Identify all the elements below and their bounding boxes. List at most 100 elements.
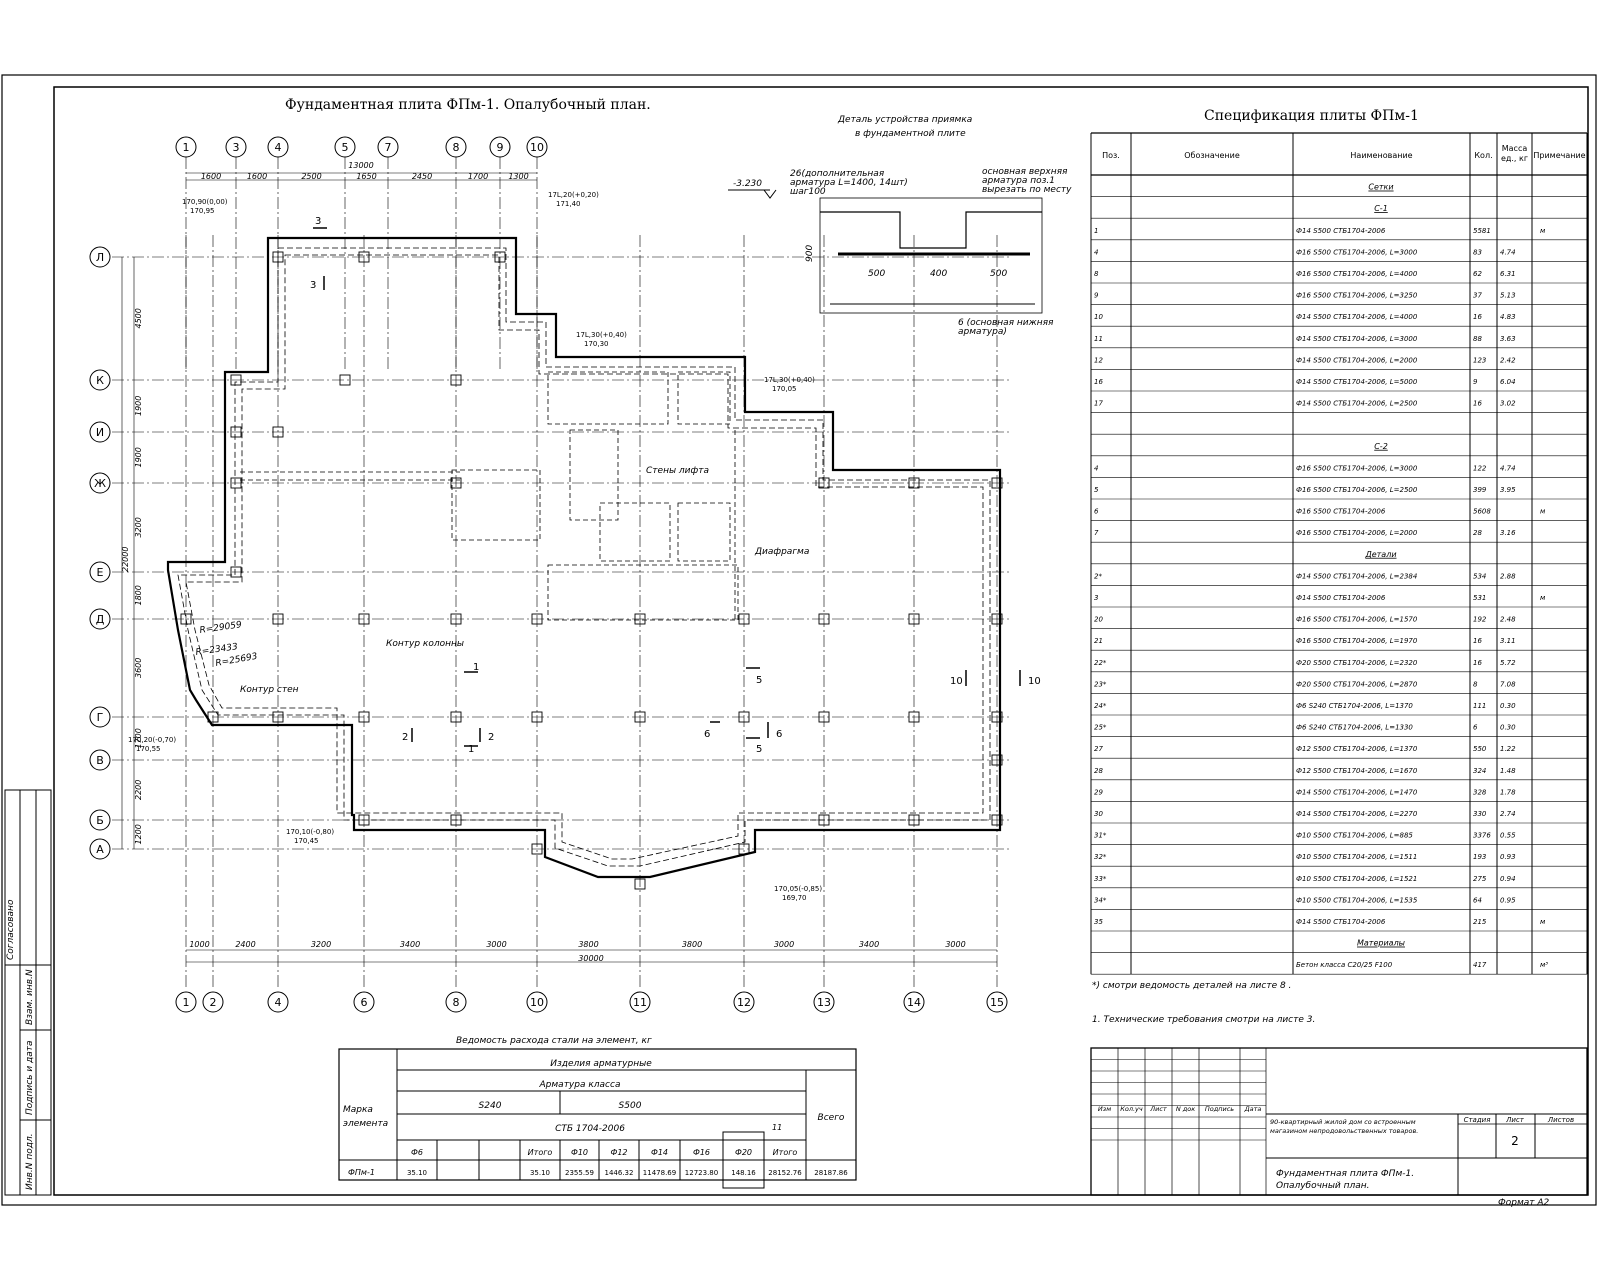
spec-name: Ф14 S500 СТБ1704-2006, L=2384 bbox=[1296, 572, 1417, 580]
spec-pos: 24* bbox=[1094, 702, 1107, 710]
dim-left-value: 1200 bbox=[134, 824, 143, 844]
spec-pos: 22* bbox=[1094, 659, 1107, 667]
internal-walls bbox=[240, 371, 739, 621]
column bbox=[531, 843, 543, 855]
dim-left-value: 4500 bbox=[134, 308, 143, 328]
dim-top-value: 1700 bbox=[468, 172, 488, 181]
spec-name: Ф20 S500 СТБ1704-2006, L=2320 bbox=[1296, 659, 1418, 667]
spec-pos: 16 bbox=[1094, 378, 1103, 386]
column bbox=[230, 566, 242, 578]
spec-header-2: ед., кг bbox=[1501, 154, 1528, 163]
axis-bubble-top bbox=[526, 136, 548, 158]
spec-pos: 28 bbox=[1094, 767, 1103, 775]
column bbox=[358, 613, 370, 625]
detail-title-2: в фундаментной плите bbox=[855, 129, 966, 139]
spec-name: Ф14 S500 СТБ1704-2006, L=2500 bbox=[1296, 400, 1418, 408]
axis-label-bottom: 4 bbox=[275, 996, 282, 1009]
axis-bubble-bottom bbox=[175, 991, 197, 1013]
spec-mass: 1.22 bbox=[1500, 745, 1516, 753]
spec-name: Ф16 S500 СТБ1704-2006, L=3000 bbox=[1296, 464, 1418, 472]
spec-qty: 122 bbox=[1473, 464, 1487, 472]
axis-label-left: Е bbox=[97, 566, 104, 579]
spec-qty: 62 bbox=[1473, 270, 1482, 278]
spec-section: Сетки bbox=[1368, 183, 1393, 192]
elevation-marks: 170,90(0,00)170,9517L,20(+0,20)171,4017L… bbox=[128, 191, 822, 902]
stamp-col: Изм bbox=[1098, 1105, 1111, 1113]
spec-mass: 6.04 bbox=[1500, 378, 1516, 386]
spec-pos: 25* bbox=[1094, 724, 1107, 732]
svg-text:2: 2 bbox=[488, 732, 494, 743]
dim-top-value: 1600 bbox=[201, 172, 221, 181]
spec-name: Ф16 S500 СТБ1704-2006, L=2500 bbox=[1296, 486, 1418, 494]
spec-mass: 0.94 bbox=[1500, 875, 1516, 883]
spec-mass: 3.16 bbox=[1500, 529, 1516, 537]
axis-bubble-left bbox=[89, 608, 111, 630]
spec-qty: 550 bbox=[1473, 745, 1487, 753]
spec-pos: 7 bbox=[1094, 529, 1099, 537]
sign-date-label: Подпись и дата bbox=[25, 1040, 35, 1115]
axis-bubble-top bbox=[445, 136, 467, 158]
svg-text:вырезать по месту: вырезать по месту bbox=[982, 185, 1072, 195]
spec-qty: 330 bbox=[1473, 810, 1487, 818]
elevation-label-sub: 171,40 bbox=[556, 200, 581, 208]
svg-text:основная верхняя: основная верхняя bbox=[982, 167, 1068, 177]
elevation-label-sub: 170,45 bbox=[294, 837, 319, 845]
label-level: -3.230 bbox=[733, 179, 762, 189]
label-lift-walls: Стены лифта bbox=[646, 466, 709, 476]
axis-bubble-left bbox=[89, 809, 111, 831]
side-stamp: Согласовано Взам. инв.N Подпись и дата И… bbox=[4, 789, 52, 1196]
steel-col: Ф12 bbox=[610, 1148, 627, 1157]
spec-name: Ф6 S240 СТБ1704-2006, L=1330 bbox=[1296, 724, 1413, 732]
dim-left-value: 3200 bbox=[134, 517, 143, 537]
steel-col: Ф16 bbox=[693, 1148, 710, 1157]
label-columns: Контур колонны bbox=[386, 639, 464, 649]
spec-mass: 1.48 bbox=[1500, 767, 1516, 775]
spec-note: м³ bbox=[1540, 961, 1548, 969]
dimension-left: 4500190019003200180036001700220012002200… bbox=[121, 257, 143, 849]
label-walls: Контур стен bbox=[240, 685, 299, 695]
axis-bubble-bottom bbox=[202, 991, 224, 1013]
axis-label-bottom: 11 bbox=[633, 996, 647, 1009]
spec-mass: 7.08 bbox=[1500, 680, 1516, 688]
axis-label-bottom: 2 bbox=[210, 996, 217, 1009]
steel-total: 28187.86 bbox=[814, 1169, 848, 1177]
steel-col: Ф20 bbox=[735, 1148, 752, 1157]
dim-left-value: 1800 bbox=[134, 585, 143, 605]
wall-contour-2 bbox=[185, 254, 984, 860]
spec-name: Ф10 S500 СТБ1704-2006, L=1535 bbox=[1296, 896, 1418, 904]
svg-text:500: 500 bbox=[990, 269, 1007, 279]
column bbox=[908, 711, 920, 723]
axis-label-top: 3 bbox=[233, 141, 240, 154]
steel-col: Ф6 bbox=[411, 1148, 423, 1157]
spec-pos: 30 bbox=[1094, 810, 1103, 818]
dim-bottom-value: 2400 bbox=[235, 940, 255, 949]
spec-header: Поз. bbox=[1102, 151, 1120, 160]
spec-qty: 193 bbox=[1473, 853, 1486, 861]
spec-name: Ф10 S500 СТБ1704-2006, L=1521 bbox=[1296, 875, 1417, 883]
spec-pos: 2* bbox=[1094, 572, 1102, 580]
column bbox=[738, 613, 750, 625]
spec-pos: 3 bbox=[1094, 594, 1098, 602]
svg-text:3: 3 bbox=[315, 216, 321, 227]
spec-name: Ф14 S500 СТБ1704-2006 bbox=[1296, 227, 1386, 235]
spec-name: Ф14 S500 СТБ1704-2006, L=2270 bbox=[1296, 810, 1418, 818]
spec-qty: 324 bbox=[1473, 767, 1486, 775]
dim-top-value: 1600 bbox=[247, 172, 267, 181]
grid-lines bbox=[112, 157, 1010, 990]
spec-qty: 9 bbox=[1473, 378, 1478, 386]
spec-mass: 3.02 bbox=[1500, 400, 1516, 408]
spec-mass: 4.74 bbox=[1500, 464, 1516, 472]
format-label: Формат А2 bbox=[1498, 1198, 1550, 1208]
stamp-col: Лист bbox=[1149, 1105, 1167, 1113]
spec-qty: 192 bbox=[1473, 616, 1487, 624]
drawing-name-2: Опалубочный план. bbox=[1276, 1181, 1370, 1191]
column bbox=[634, 878, 646, 890]
column bbox=[818, 477, 830, 489]
spec-name: Ф14 S500 СТБ1704-2006, L=3000 bbox=[1296, 335, 1418, 343]
spec-name: Ф16 S500 СТБ1704-2006, L=1570 bbox=[1296, 616, 1418, 624]
spec-note-tech: 1. Технические требования смотри на лист… bbox=[1092, 1015, 1315, 1025]
axis-label-left: Б bbox=[96, 814, 104, 827]
